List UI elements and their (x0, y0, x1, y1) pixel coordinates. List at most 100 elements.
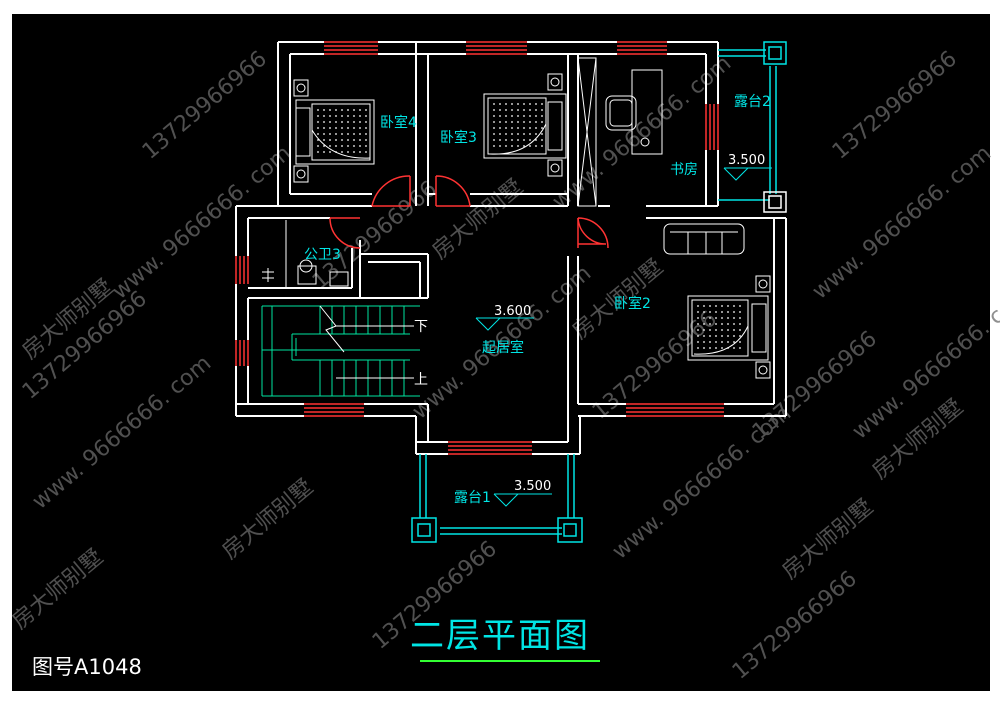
quilt-dot (529, 115, 531, 117)
quilt-dot (511, 121, 513, 123)
watermark-phone: 13729966966 (828, 46, 962, 164)
quilt-dot (335, 121, 337, 123)
terrace2-post-bottom-inner (768, 195, 782, 209)
quilt-dot (733, 329, 735, 331)
quilt-dot (341, 121, 343, 123)
quilt-dot (329, 139, 331, 141)
quilt-dot (733, 341, 735, 343)
quilt-dot (353, 139, 355, 141)
quilt-dot (505, 121, 507, 123)
quilt-dot (335, 151, 337, 153)
quilt-dot (329, 127, 331, 129)
quilt-dot (347, 139, 349, 141)
quilt-dot (721, 335, 723, 337)
quilt-dot (505, 103, 507, 105)
quilt-dot (697, 305, 699, 307)
staircase (261, 305, 420, 397)
quilt-dot (709, 335, 711, 337)
quilt-dot (697, 335, 699, 337)
quilt-dot (739, 329, 741, 331)
quilt-dot (727, 317, 729, 319)
quilt-dot (517, 109, 519, 111)
quilt-dot (323, 133, 325, 135)
wall-stair-bottom (236, 403, 428, 417)
quilt-dot (365, 145, 367, 147)
terrace2-post-top (763, 41, 787, 65)
quilt-dot (505, 109, 507, 111)
quilt-dot (353, 115, 355, 117)
quilt-dot (727, 341, 729, 343)
quilt-dot (499, 139, 501, 141)
window-bath (235, 256, 249, 284)
window-living-terrace (448, 441, 532, 455)
quilt-dot (529, 103, 531, 105)
quilt-dot (493, 109, 495, 111)
quilt-dot (317, 145, 319, 147)
quilt-dot (715, 323, 717, 325)
quilt-dot (523, 145, 525, 147)
quilt-dot (703, 329, 705, 331)
terrace2-post-bottom (763, 191, 787, 213)
wall-left-bedroom4 (277, 42, 291, 206)
quilt-dot (505, 133, 507, 135)
quilt-dot (499, 115, 501, 117)
quilt-dot (727, 323, 729, 325)
terrace1-post-right-inner (563, 523, 577, 537)
quilt-dot (721, 341, 723, 343)
doors (329, 175, 609, 249)
quilt-dot (721, 305, 723, 307)
quilt-dot (353, 121, 355, 123)
quilt-dot (335, 133, 337, 135)
door-bedroom3 (435, 175, 471, 207)
sofa-bedroom2 (663, 223, 745, 255)
quilt-dot (541, 133, 543, 135)
quilt-dot (541, 139, 543, 141)
quilt-dot (317, 127, 319, 129)
quilt-dot (359, 115, 361, 117)
stair-handrail (291, 333, 410, 361)
drawing-number: 图号A1048 (32, 655, 142, 679)
quilt-dot (353, 127, 355, 129)
watermark-url: www. 9666666. com (808, 141, 996, 305)
room-label-terrace2: 露台2 (734, 94, 771, 110)
window-stair-left (235, 340, 249, 366)
stair-label-down: 下 (414, 319, 428, 335)
quilt-dot (535, 103, 537, 105)
window-bedroom2-bottom (626, 403, 724, 417)
quilt-dot (721, 347, 723, 349)
quilt-dot (499, 109, 501, 111)
terraces (411, 41, 787, 543)
quilt-dot (323, 109, 325, 111)
quilt-dot (359, 109, 361, 111)
quilt-dot (329, 133, 331, 135)
quilt-dot (347, 145, 349, 147)
quilt-dot (703, 347, 705, 349)
stair-label-up: 上 (414, 372, 428, 388)
level-marker-living (475, 317, 534, 331)
stair-arrow (336, 325, 414, 379)
room-label-bedroom4: 卧室4 (380, 114, 417, 131)
quilt-dot (511, 139, 513, 141)
quilt-dot (517, 133, 519, 135)
quilt-dot (329, 151, 331, 153)
quilt-dot (721, 323, 723, 325)
terrace1-post-right (557, 517, 583, 543)
quilt-dot (733, 311, 735, 313)
quilt-dot (703, 341, 705, 343)
quilt-dot (733, 305, 735, 307)
quilt-dot (493, 133, 495, 135)
quilt-dot (739, 341, 741, 343)
watermark-layer: 房大师别墅 www. 9666666. com 13729966966 房大师别… (8, 46, 1000, 684)
quilt-dot (323, 145, 325, 147)
quilt-dot (517, 127, 519, 129)
quilt-dot (703, 317, 705, 319)
quilt-dot (317, 133, 319, 135)
terrace2-post-top-inner (768, 46, 782, 60)
wall-bath-right (351, 240, 361, 298)
quilt-dot (505, 127, 507, 129)
quilt-dot (353, 109, 355, 111)
quilt-dot (727, 311, 729, 313)
quilt-dot (341, 133, 343, 135)
quilt-dot (727, 305, 729, 307)
